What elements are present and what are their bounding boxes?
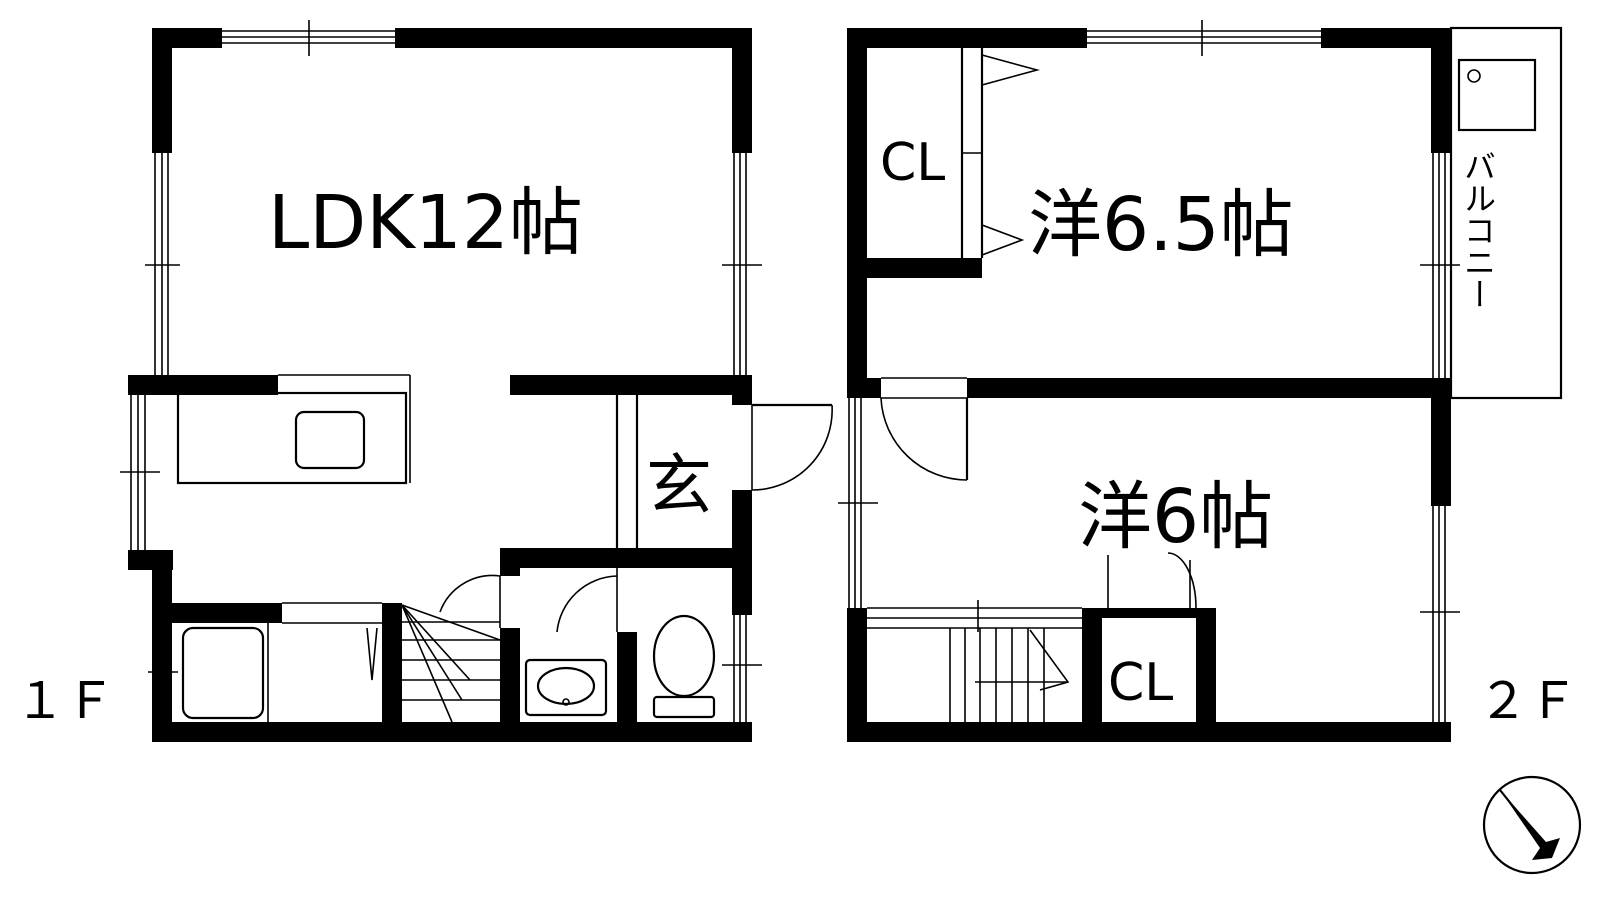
room-label-ldk: LDK12帖 xyxy=(268,180,583,266)
staircase-2f xyxy=(867,600,1082,722)
staircase-1f xyxy=(401,574,501,723)
window-bath-1f xyxy=(148,623,178,722)
room-label-western-a: 洋6.5帖 xyxy=(1028,182,1294,268)
room-label-closet-b: CL xyxy=(1108,653,1173,713)
window-right-upper-2f xyxy=(1420,153,1460,378)
door-western-b xyxy=(880,377,969,481)
room-label-closet-a: CL xyxy=(880,133,945,193)
floor-2-plan: CL 洋6.5帖 洋6帖 CL バルコニー ２Ｆ xyxy=(838,20,1578,742)
floor-label-2f: ２Ｆ xyxy=(1478,672,1578,730)
window-top-2f xyxy=(1087,20,1321,56)
north-arrow-icon xyxy=(1482,775,1582,875)
kitchen-counter xyxy=(176,374,411,485)
floor-label-1f: １Ｆ xyxy=(15,672,115,730)
window-right-lower-2f xyxy=(1420,506,1460,722)
floor-1-plan: LDK12帖 玄 １Ｆ xyxy=(15,20,833,742)
bathtub xyxy=(181,626,265,720)
entrance-door xyxy=(751,403,833,491)
closet-a-doors xyxy=(960,48,1041,258)
room-label-entrance: 玄 xyxy=(646,447,712,524)
window-left-kitchen-1f xyxy=(120,395,160,550)
room-label-balcony: バルコニー xyxy=(1459,150,1497,310)
balcony xyxy=(1449,26,1563,400)
washbasin xyxy=(524,658,608,717)
window-right-upper-1f xyxy=(722,153,762,375)
room-label-western-b: 洋6帖 xyxy=(1078,474,1273,560)
window-top-1f xyxy=(222,20,395,56)
window-left-upper-1f xyxy=(145,153,180,375)
toilet xyxy=(652,614,716,719)
window-right-toilet-1f xyxy=(722,615,762,722)
window-left-2f xyxy=(838,398,878,608)
